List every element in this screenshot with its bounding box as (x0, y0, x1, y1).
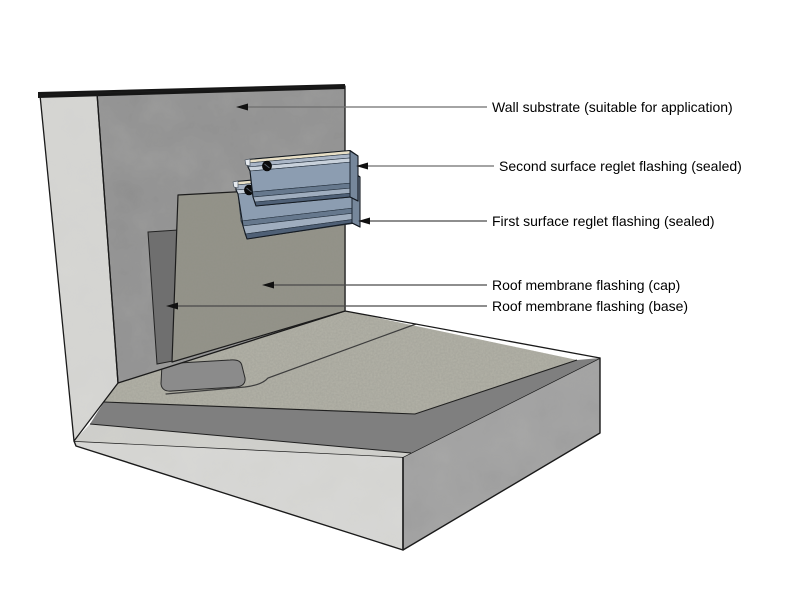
label-second-surface-reglet: Second surface reglet flashing (sealed) (499, 158, 742, 174)
label-first-surface-reglet: First surface reglet flashing (sealed) (492, 213, 715, 229)
slab-right-face (403, 358, 600, 550)
reglet2-silhouette (247, 149, 359, 207)
slab-front-face (74, 441, 403, 550)
reglet1-flange-cut (232, 180, 239, 189)
slab-ledge (74, 424, 411, 457)
membrane-front-edge (103, 359, 578, 415)
ledge-band-edge (89, 423, 412, 454)
arrowhead-membrane-base (166, 302, 178, 310)
wall-end-face (40, 93, 118, 441)
leader-lines (166, 103, 494, 310)
second-surface-reglet-flashing (244, 149, 359, 207)
arrowhead-first-surface (358, 217, 370, 225)
labels: Wall substrate (suitable for application… (492, 99, 742, 314)
reglet2-flange-cut (244, 158, 251, 167)
reglet1-screw-slot (246, 187, 252, 193)
arrowhead-membrane-cap (262, 281, 274, 289)
reglet2-end-face (349, 150, 359, 202)
label-roof-membrane-cap: Roof membrane flashing (cap) (492, 277, 680, 293)
base-sheet-seam (165, 323, 417, 395)
reglet2-screw-slot (264, 163, 270, 169)
perimeter-base-band (90, 358, 600, 453)
wall-top-edge (38, 84, 345, 98)
roof-back-edge (344, 310, 601, 359)
label-roof-membrane-base: Roof membrane flashing (base) (492, 298, 688, 314)
roof-surface (74, 310, 601, 457)
arrowhead-second-surface (356, 162, 368, 170)
label-wall-substrate: Wall substrate (suitable for application… (492, 99, 733, 115)
arrowhead-wall-substrate (236, 103, 248, 111)
base-flashing-corner-patch (160, 359, 246, 392)
